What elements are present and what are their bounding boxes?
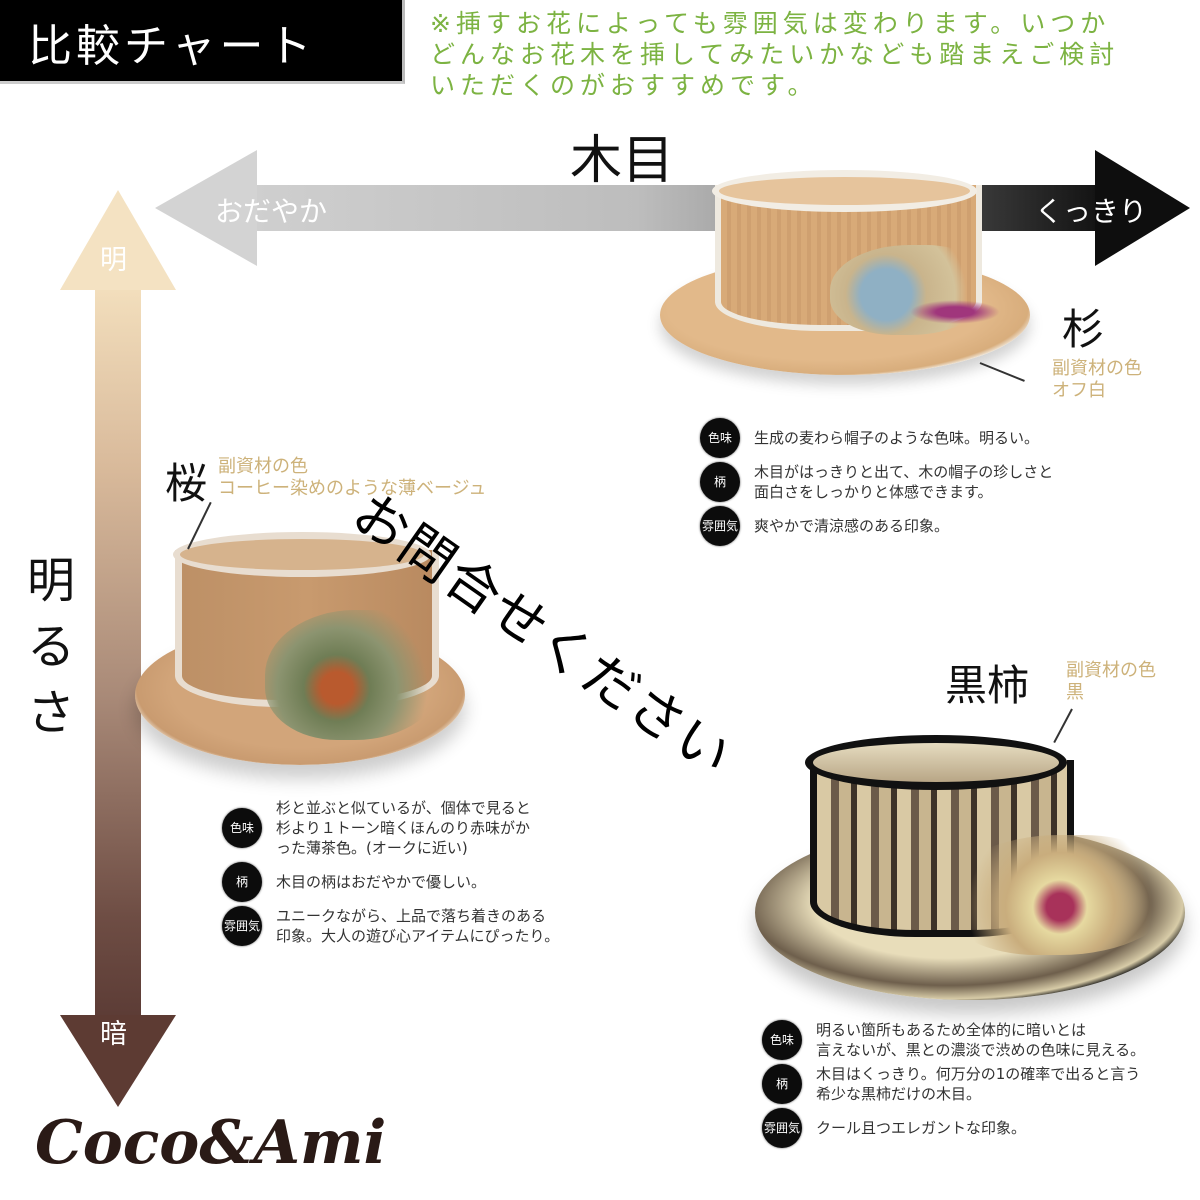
sub-material-value: オフ白 [1052, 380, 1106, 401]
info-text: 木目がはっきりと出て、木の帽子の珍しさと 面白さをしっかりと体感できます。 [754, 463, 1054, 501]
info-text: 杉と並ぶと似ているが、個体で見ると 杉より１トーン暗くほんのり赤味がか った薄茶… [276, 799, 531, 857]
info-row-color: 色味 生成の麦わら帽子のような色味。明るい。 [700, 418, 1053, 458]
note-line: どんなお花木を挿してみたいかなども踏まえご検討 [430, 40, 1120, 69]
y-axis-title-char: 明 [26, 553, 75, 609]
info-row-mood: 雰囲気 クール且つエレガントな印象。 [762, 1108, 1145, 1148]
sugi-name: 杉 [1062, 305, 1105, 354]
flower-bouquet [945, 835, 1175, 955]
hat-crown-top [173, 532, 431, 577]
kurogaki-name: 黒柿 [945, 661, 1030, 710]
sakura-name: 桜 [165, 459, 208, 508]
sakura-info: 色味 杉と並ぶと似ているが、個体で見ると 杉より１トーン暗くほんのり赤味がか っ… [222, 798, 559, 950]
mood-badge: 雰囲気 [700, 506, 740, 546]
pattern-badge: 柄 [222, 862, 262, 902]
sub-material-value: コーヒー染めのような薄ベージュ [218, 478, 487, 499]
info-row-mood: 雰囲気 ユニークながら、上品で落ち着きのある 印象。大人の遊び心アイテムにぴった… [222, 906, 559, 946]
y-axis-title: 明 る さ [26, 548, 76, 746]
y-axis-title-char: さ [26, 685, 75, 741]
sakura-sub-material: 副資材の色 コーヒー染めのような薄ベージュ [218, 456, 486, 500]
title-banner: 比較チャート [0, 0, 405, 84]
hat-crown-top [805, 735, 1067, 790]
info-text: 爽やかで清涼感のある印象。 [754, 517, 950, 535]
arrow-up-icon [60, 190, 176, 290]
color-badge: 色味 [222, 808, 262, 848]
info-text: 明るい箇所もあるため全体的に暗いとは 言えないが、黒との濃淡で渋めの色味に見える… [816, 1021, 1146, 1059]
x-axis-right-label: くっきり [1035, 195, 1148, 228]
flower-accent [910, 300, 1000, 324]
kurogaki-info: 色味 明るい箇所もあるため全体的に暗いとは 言えないが、黒との濃淡で渋めの色味に… [762, 1020, 1145, 1152]
info-row-mood: 雰囲気 爽やかで清涼感のある印象。 [700, 506, 1053, 546]
y-axis-arrow-shaft [95, 285, 141, 1030]
sugi-sub-material: 副資材の色 オフ白 [1052, 358, 1142, 402]
info-row-pattern: 柄 木目の柄はおだやかで優しい。 [222, 862, 559, 902]
pattern-badge: 柄 [700, 462, 740, 502]
sakura-hat-image [135, 520, 475, 780]
hat-crown-top [712, 170, 977, 212]
note-line: ※挿すお花によっても雰囲気は変わります。いつか [430, 9, 1111, 38]
color-badge: 色味 [762, 1020, 802, 1060]
info-text: 生成の麦わら帽子のような色味。明るい。 [754, 429, 1040, 447]
pattern-badge: 柄 [762, 1064, 802, 1104]
x-axis-title: 木目 [570, 131, 675, 191]
arrow-down-icon [60, 1015, 176, 1107]
sugi-hat-image [660, 160, 1040, 390]
kurogaki-sub-material: 副資材の色 黒 [1066, 660, 1156, 704]
arrow-right-icon [1095, 150, 1190, 266]
mood-badge: 雰囲気 [222, 906, 262, 946]
info-row-color: 色味 明るい箇所もあるため全体的に暗いとは 言えないが、黒との濃淡で渋めの色味に… [762, 1020, 1145, 1060]
x-axis-left-label: おだやか [215, 195, 328, 228]
sugi-info: 色味 生成の麦わら帽子のような色味。明るい。 柄 木目がはっきりと出て、木の帽子… [700, 418, 1053, 550]
sub-material-value: 黒 [1066, 682, 1084, 703]
info-row-pattern: 柄 木目はくっきり。何万分の1の確率で出ると言う 希少な黒柿だけの木目。 [762, 1064, 1145, 1104]
info-row-pattern: 柄 木目がはっきりと出て、木の帽子の珍しさと 面白さをしっかりと体感できます。 [700, 462, 1053, 502]
sub-material-title: 副資材の色 [218, 456, 308, 477]
page-title: 比較チャート [28, 21, 316, 72]
flower-note: ※挿すお花によっても雰囲気は変わります。いつか どんなお花木を挿してみたいかなど… [430, 8, 1190, 101]
mood-badge: 雰囲気 [762, 1108, 802, 1148]
color-badge: 色味 [700, 418, 740, 458]
info-text: クール且つエレガントな印象。 [816, 1119, 1027, 1137]
sub-material-title: 副資材の色 [1052, 358, 1142, 379]
kurogaki-hat-image [755, 715, 1195, 1015]
info-text: 木目の柄はおだやかで優しい。 [276, 873, 487, 891]
flower-bouquet [265, 610, 445, 740]
y-axis-bottom-label: 暗 [100, 1019, 127, 1050]
y-axis-title-char: る [26, 619, 75, 675]
note-line: いただくのがおすすめです。 [430, 71, 818, 100]
info-text: ユニークながら、上品で落ち着きのある 印象。大人の遊び心アイテムにぴったり。 [276, 907, 560, 945]
info-row-color: 色味 杉と並ぶと似ているが、個体で見ると 杉より１トーン暗くほんのり赤味がか っ… [222, 798, 559, 858]
sub-material-title: 副資材の色 [1066, 660, 1156, 681]
info-text: 木目はくっきり。何万分の1の確率で出ると言う 希少な黒柿だけの木目。 [816, 1065, 1141, 1103]
y-axis-top-label: 明 [100, 245, 127, 276]
brand-logo: Coco&Ami [35, 1108, 387, 1178]
